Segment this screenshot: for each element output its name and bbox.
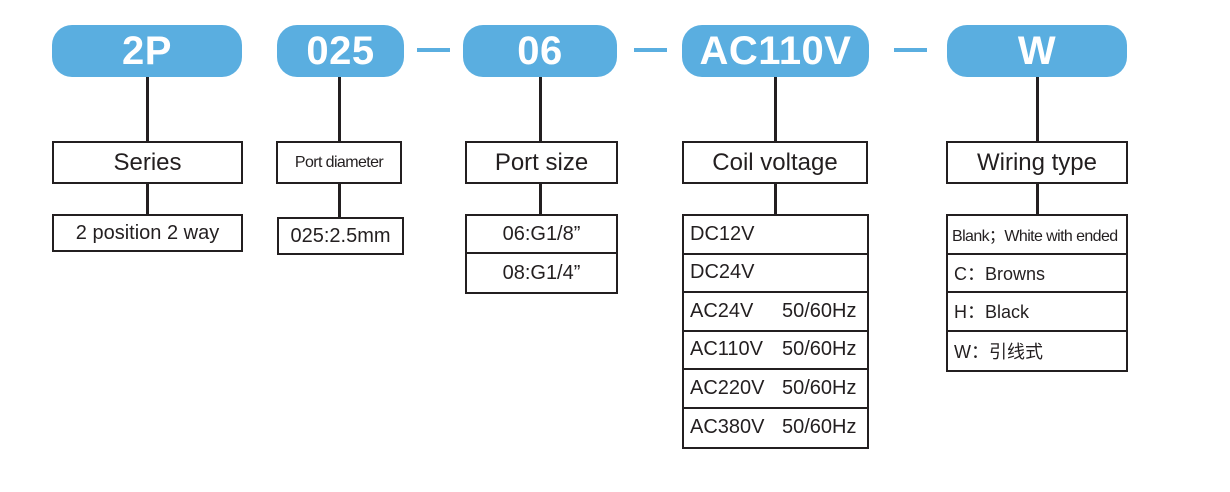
connector-line — [338, 77, 341, 141]
voltage-option: DC24V — [684, 255, 867, 293]
connector-line — [1036, 184, 1039, 214]
wiring-title: Wiring type — [946, 141, 1128, 184]
wiring-option-text: Blank；White with ended — [952, 228, 1118, 246]
frequency-value: 50/60Hz — [782, 416, 857, 439]
portsize-title-text: Port size — [494, 148, 589, 176]
series-option-text: 2 position 2 way — [75, 221, 220, 244]
diameter-code-pill: 025 — [277, 25, 404, 77]
voltage-value: AC220V — [690, 376, 765, 399]
frequency-value: 50/60Hz — [782, 338, 857, 361]
portsize-title: Port size — [465, 141, 618, 184]
series-option: 2 position 2 way — [52, 214, 243, 252]
connector-line — [774, 77, 777, 141]
connector-line — [146, 77, 149, 141]
voltage-option: AC220V 50/60Hz — [684, 370, 867, 409]
connector-line — [1036, 77, 1039, 141]
voltage-title: Coil voltage — [682, 141, 868, 184]
portsize-code: 06 — [517, 28, 563, 73]
connector-line — [774, 184, 777, 214]
wiring-option: W：引线式 — [948, 332, 1126, 371]
connector-line — [338, 184, 341, 217]
wiring-code: W — [1017, 28, 1057, 73]
voltage-title-text: Coil voltage — [712, 148, 838, 176]
portsize-option-text: 06:G1/8” — [502, 222, 581, 245]
voltage-code-pill: AC110V — [682, 25, 869, 77]
series-title: Series — [52, 141, 243, 184]
connector-line — [539, 184, 542, 214]
wiring-code-pill: W — [947, 25, 1127, 77]
wiring-option: Blank；White with ended — [948, 216, 1126, 255]
voltage-code: AC110V — [699, 28, 852, 73]
portsize-options: 06:G1/8” 08:G1/4” — [465, 214, 618, 294]
connector-line — [146, 184, 149, 214]
series-code: 2P — [122, 28, 172, 73]
wiring-option-text: C：Browns — [954, 263, 1046, 284]
diameter-option-text: 025:2.5mm — [290, 224, 391, 247]
frequency-value: 50/60Hz — [782, 376, 857, 399]
portsize-option: 06:G1/8” — [467, 216, 616, 254]
portsize-option-text: 08:G1/4” — [502, 261, 581, 284]
diameter-option: 025:2.5mm — [277, 217, 404, 255]
wiring-option: C：Browns — [948, 255, 1126, 293]
separator-dash — [894, 48, 927, 52]
wiring-title-text: Wiring type — [976, 148, 1098, 176]
voltage-options: DC12V DC24V AC24V 50/60Hz AC110V 50/60Hz A… — [682, 214, 869, 449]
portsize-code-pill: 06 — [463, 25, 617, 77]
voltage-value: DC24V — [690, 261, 755, 284]
diameter-code: 025 — [306, 28, 375, 73]
diameter-title: Port diameter — [276, 141, 402, 184]
wiring-option: H：Black — [948, 293, 1126, 332]
voltage-option: AC24V 50/60Hz — [684, 293, 867, 332]
wiring-options: Blank；White with ended C：Browns H：Black … — [946, 214, 1128, 372]
series-title-text: Series — [113, 148, 182, 176]
separator-dash — [634, 48, 667, 52]
diameter-title-text: Port diameter — [294, 153, 384, 171]
frequency-value: 50/60Hz — [782, 299, 857, 322]
voltage-value: AC380V — [690, 416, 765, 439]
series-code-pill: 2P — [52, 25, 242, 77]
voltage-value: AC24V — [690, 299, 754, 322]
voltage-option: DC12V — [684, 216, 867, 255]
voltage-value: DC12V — [690, 222, 755, 245]
connector-line — [539, 77, 542, 141]
separator-dash — [417, 48, 450, 52]
wiring-option-text: H：Black — [954, 302, 1030, 323]
voltage-option: AC110V 50/60Hz — [684, 332, 867, 370]
voltage-option: AC380V 50/60Hz — [684, 409, 867, 448]
wiring-option-text: W：引线式 — [954, 341, 1043, 362]
portsize-option: 08:G1/4” — [467, 254, 616, 292]
voltage-value: AC110V — [690, 338, 764, 361]
